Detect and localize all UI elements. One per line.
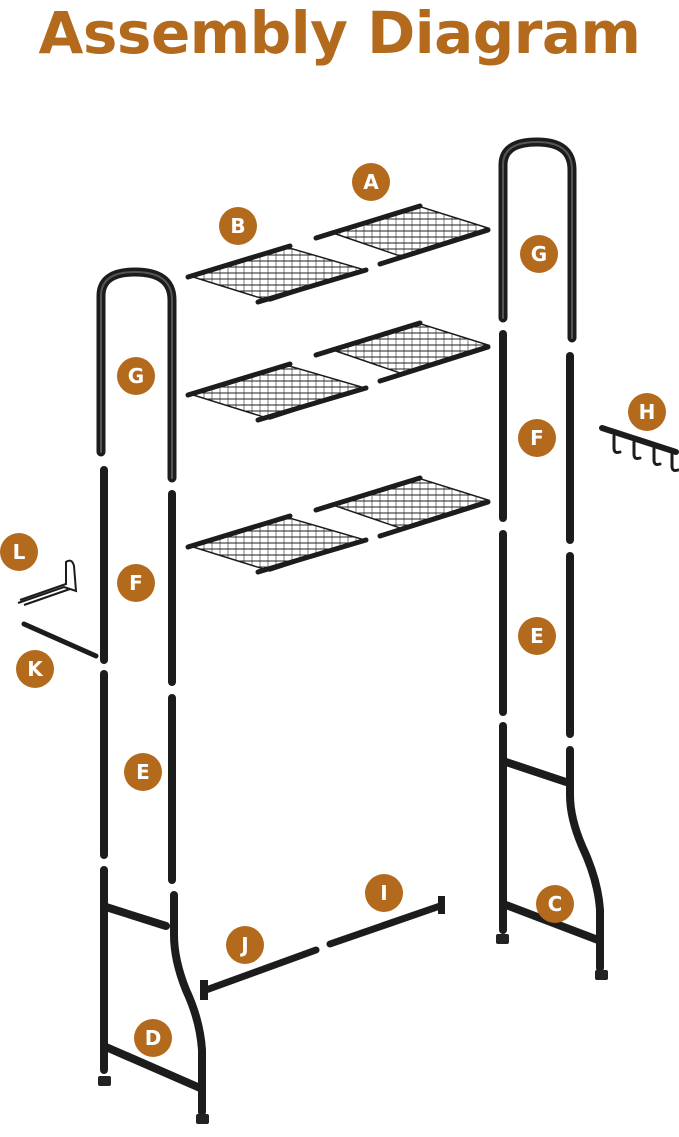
right-tube-e bbox=[499, 530, 574, 738]
part-label-k: K bbox=[16, 650, 54, 688]
part-label-g-left: G bbox=[117, 357, 155, 395]
left-top-arch-g bbox=[96, 267, 177, 483]
part-label-g-right: G bbox=[520, 235, 558, 273]
part-label-f-left: F bbox=[117, 564, 155, 602]
left-tube-f bbox=[100, 466, 176, 686]
part-label-e-right: E bbox=[518, 617, 556, 655]
right-foot-1 bbox=[496, 934, 509, 944]
part-label-d: D bbox=[134, 1019, 172, 1057]
bar-k bbox=[21, 621, 99, 659]
part-label-f-right: F bbox=[518, 419, 556, 457]
part-label-l: L bbox=[0, 533, 38, 571]
part-label-a: A bbox=[352, 163, 390, 201]
left-tube-e bbox=[100, 670, 176, 884]
bracket-l bbox=[17, 559, 78, 606]
shelf-right-bottom bbox=[313, 475, 491, 539]
part-label-h: H bbox=[628, 393, 666, 431]
left-base-d bbox=[100, 866, 206, 1116]
hook-bar-h bbox=[599, 425, 679, 472]
right-foot-2 bbox=[595, 970, 608, 980]
shelf-left-bottom bbox=[185, 513, 369, 575]
part-label-b: B bbox=[219, 207, 257, 245]
right-base-c bbox=[499, 722, 604, 972]
right-tube-f bbox=[499, 330, 574, 544]
shelf-a-top bbox=[313, 203, 491, 267]
left-foot-2 bbox=[196, 1114, 209, 1124]
rod-i bbox=[326, 896, 445, 948]
part-label-c: C bbox=[536, 885, 574, 923]
part-label-j: J bbox=[226, 926, 264, 964]
page-title: Assembly Diagram bbox=[38, 0, 641, 67]
right-top-arch-g bbox=[498, 137, 577, 343]
part-label-e-left: E bbox=[124, 753, 162, 791]
rod-j bbox=[200, 946, 320, 1000]
left-foot-1 bbox=[98, 1076, 111, 1086]
shelf-right-middle bbox=[313, 320, 491, 384]
shelf-b-top bbox=[185, 243, 369, 305]
part-label-i: I bbox=[365, 874, 403, 912]
shelf-left-middle bbox=[185, 361, 369, 423]
